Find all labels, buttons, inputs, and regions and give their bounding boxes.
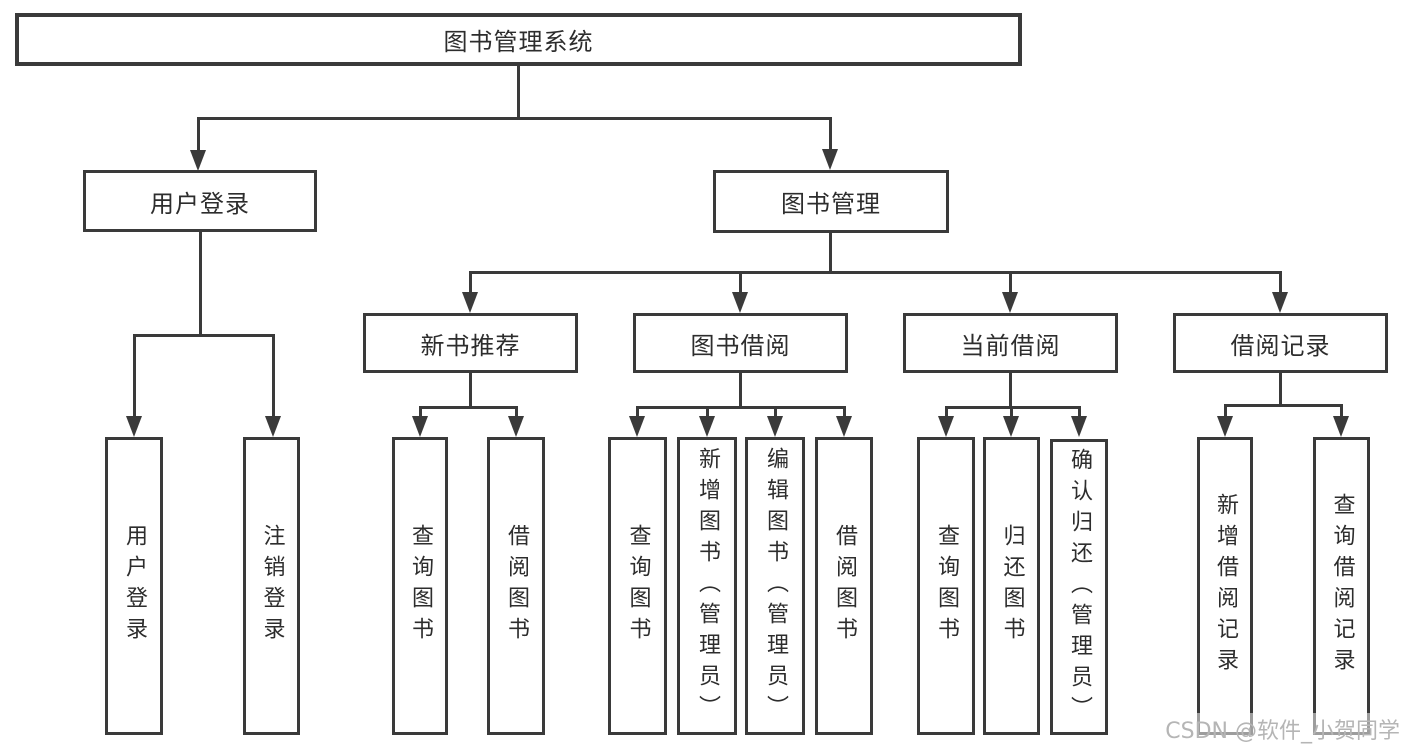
leaf-label: 编辑图书（管理员）: [763, 446, 788, 726]
arrow-down: [265, 416, 281, 437]
arrow-down: [412, 416, 428, 437]
leaf-add-borrow-record: 新增借阅记录: [1197, 437, 1253, 735]
connector-drop-leaf: [706, 406, 709, 419]
leaf-label: 确认归还（管理员）: [1067, 447, 1092, 727]
arrow-down: [1217, 416, 1233, 437]
arrow-down: [732, 292, 748, 313]
node-borrow-records-label: 借阅记录: [1230, 331, 1331, 360]
node-book-management: 图书管理: [713, 170, 949, 233]
arrow-down: [836, 416, 852, 437]
node-user-login: 用户登录: [83, 170, 317, 232]
connector-branch-stem: [1279, 373, 1282, 405]
leaf-label: 归还图书: [999, 524, 1025, 648]
node-new-book-recommend-label: 新书推荐: [420, 331, 521, 360]
leaf-label: 查询借阅记录: [1329, 493, 1355, 679]
connector-branch-rail: [636, 406, 846, 409]
arrow-down: [938, 416, 954, 437]
connector-drop-leaf: [133, 334, 136, 417]
connector-user-login-stem: [199, 232, 202, 335]
connector-drop-leaf: [1224, 404, 1227, 419]
connector-book-management-stem: [829, 233, 832, 272]
connector-drop-leaf: [843, 406, 846, 419]
connector-user-login-rail: [133, 334, 274, 337]
arrow-down: [1333, 416, 1349, 437]
leaf-label: 新增借阅记录: [1213, 493, 1238, 679]
leaf-search-borrow-record: 查询借阅记录: [1313, 437, 1370, 735]
arrow-down: [767, 416, 783, 437]
arrow-down: [126, 416, 142, 437]
connector-drop-leaf: [774, 406, 777, 419]
node-book-borrow-label: 图书借阅: [690, 331, 791, 360]
connector-drop-leaf: [515, 406, 518, 419]
arrow-down: [1272, 292, 1288, 313]
connector-drop-leaf: [1340, 404, 1343, 419]
arrow-down: [699, 416, 715, 437]
leaf-label: 借阅图书: [504, 524, 529, 648]
leaf-logout-label: 注销登录: [259, 524, 285, 648]
arrow-down: [190, 150, 206, 171]
leaf-return-books: 归还图书: [983, 437, 1040, 735]
connector-branch-rail: [1224, 404, 1343, 407]
connector-level1-rail: [197, 117, 832, 120]
leaf-user-login: 用户登录: [105, 437, 163, 735]
connector-branch-rail: [945, 406, 1081, 409]
leaf-search-books-recommend: 查询图书: [392, 437, 448, 735]
node-root-label: 图书管理系统: [443, 28, 594, 56]
arrow-down: [1003, 416, 1019, 437]
connector-drop-leaf: [1078, 406, 1081, 419]
node-new-book-recommend: 新书推荐: [363, 313, 578, 373]
csdn-watermark: CSDN @软件_小贺同学: [1163, 713, 1402, 745]
leaf-borrow-books-recommend: 借阅图书: [487, 437, 545, 735]
connector-level3-rail: [469, 271, 1281, 274]
leaf-label: 查询图书: [625, 524, 651, 648]
leaf-search-books-current: 查询图书: [917, 437, 975, 735]
arrow-down: [1002, 292, 1018, 313]
connector-branch-stem: [739, 373, 742, 407]
node-book-borrow: 图书借阅: [633, 313, 848, 373]
arrow-down: [462, 292, 478, 313]
connector-drop-leaf: [419, 406, 422, 419]
connector-drop-branch: [1009, 271, 1012, 295]
node-book-management-label: 图书管理: [781, 190, 881, 218]
node-user-login-label: 用户登录: [150, 189, 250, 218]
connector-branch-rail: [419, 406, 518, 409]
arrow-down: [1071, 416, 1087, 437]
leaf-confirm-return-admin: 确认归还（管理员）: [1050, 439, 1108, 735]
leaf-label: 新增图书（管理员）: [695, 446, 720, 726]
leaf-user-login-label: 用户登录: [122, 524, 147, 648]
arrow-down: [508, 416, 524, 437]
node-current-borrow: 当前借阅: [903, 313, 1118, 373]
leaf-logout: 注销登录: [243, 437, 300, 735]
leaf-search-books-borrow: 查询图书: [608, 437, 667, 735]
leaf-label: 查询图书: [408, 524, 433, 648]
leaf-borrow-books: 借阅图书: [815, 437, 873, 735]
node-current-borrow-label: 当前借阅: [960, 331, 1061, 360]
connector-drop-branch: [739, 271, 742, 295]
leaf-edit-book-admin: 编辑图书（管理员）: [745, 437, 805, 735]
leaf-label: 借阅图书: [832, 524, 857, 648]
connector-branch-stem: [469, 373, 472, 407]
connector-branch-stem: [1009, 373, 1012, 407]
node-root: 图书管理系统: [15, 13, 1022, 66]
connector-drop-book-management: [829, 117, 832, 151]
arrow-down: [629, 416, 645, 437]
connector-drop-user-login: [197, 117, 200, 153]
connector-drop-leaf: [272, 334, 275, 417]
node-borrow-records: 借阅记录: [1173, 313, 1388, 373]
leaf-add-book-admin: 新增图书（管理员）: [677, 437, 737, 735]
connector-drop-leaf: [1010, 406, 1013, 419]
connector-drop-leaf: [636, 406, 639, 419]
arrow-down: [822, 149, 838, 170]
connector-drop-branch: [1279, 271, 1282, 295]
connector-root-stem: [517, 66, 520, 118]
connector-drop-branch: [469, 271, 472, 295]
leaf-label: 查询图书: [934, 524, 959, 648]
connector-drop-leaf: [945, 406, 948, 419]
